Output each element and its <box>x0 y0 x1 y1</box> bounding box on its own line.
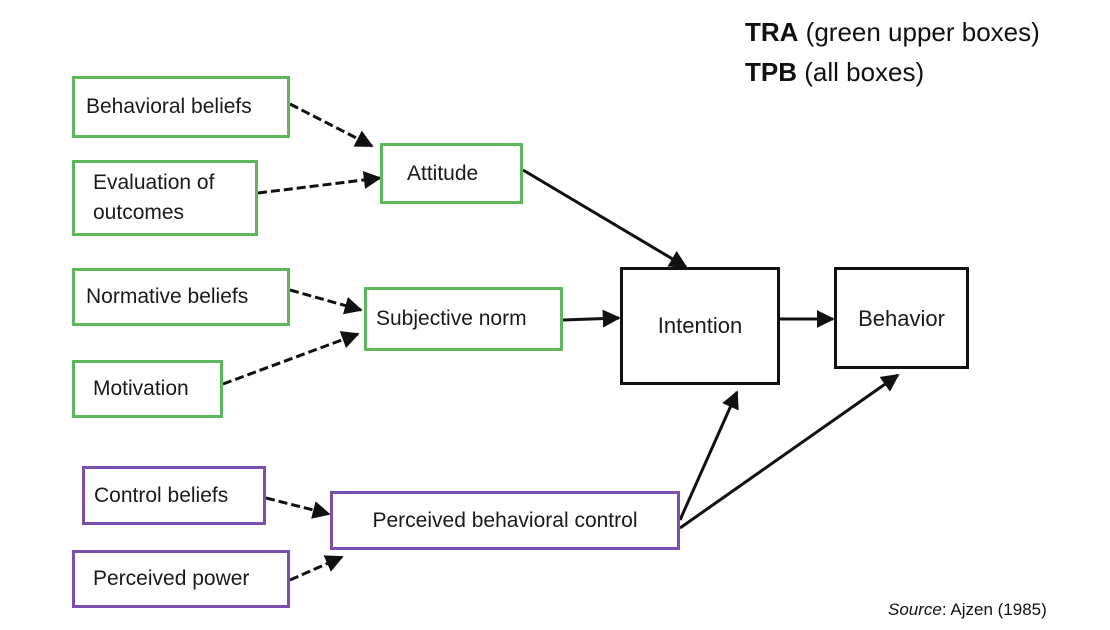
legend-tpb-abbrev: TPB <box>745 57 797 87</box>
node-intention-label: Intention <box>657 313 743 338</box>
edge-perceived-power-pbc <box>289 555 344 582</box>
edge-normative-beliefs-subjective-norm <box>289 288 363 315</box>
source-citation: Source: Ajzen (1985) <box>888 600 1047 620</box>
node-subjective-norm: Subjective norm <box>364 287 563 351</box>
node-control-beliefs-label: Control beliefs <box>94 483 229 507</box>
legend-tra-text: (green upper boxes) <box>798 17 1040 47</box>
node-normative-beliefs-label: Normative beliefs <box>86 285 249 308</box>
source-text: : Ajzen (1985) <box>941 600 1047 619</box>
node-perceived-power: Perceived power <box>72 550 290 608</box>
node-normative-beliefs: Normative beliefs <box>72 268 290 326</box>
node-subjective-norm-label: Subjective norm <box>376 307 527 330</box>
legend-line-tpb: TPB (all boxes) <box>745 52 1040 92</box>
edge-motivation-subjective-norm <box>222 331 360 386</box>
node-perceived-behavioral-control: Perceived behavioral control <box>330 491 680 550</box>
legend-tra-abbrev: TRA <box>745 17 799 47</box>
node-behavior: Behavior <box>834 267 969 369</box>
edge-evaluation-attitude <box>257 171 382 195</box>
node-pbc-label: Perceived behavioral control <box>372 508 638 532</box>
edge-attitude-intention <box>522 168 688 269</box>
legend-tpb-text: (all boxes) <box>797 57 925 87</box>
node-control-beliefs: Control beliefs <box>82 466 266 525</box>
node-behavior-label: Behavior <box>858 306 945 331</box>
node-evaluation-label-line2: outcomes <box>93 201 185 224</box>
node-intention: Intention <box>620 267 780 385</box>
node-attitude: Attitude <box>380 143 523 204</box>
edge-pbc-behavior <box>679 373 900 530</box>
node-evaluation-of-outcomes: Evaluation of outcomes <box>72 160 258 236</box>
legend: TRA (green upper boxes) TPB (all boxes) <box>745 12 1040 92</box>
edge-behavioral-beliefs-attitude <box>289 102 374 148</box>
legend-line-tra: TRA (green upper boxes) <box>745 12 1040 52</box>
node-behavioral-beliefs: Behavioral beliefs <box>72 76 290 138</box>
source-label: Source <box>888 600 942 619</box>
edge-control-beliefs-pbc <box>265 496 331 519</box>
node-motivation: Motivation <box>72 360 223 418</box>
edge-subjective-norm-intention <box>562 309 621 328</box>
node-evaluation-label-line1: Evaluation of <box>93 171 215 194</box>
node-behavioral-beliefs-label: Behavioral beliefs <box>86 95 252 118</box>
node-motivation-label: Motivation <box>93 377 189 400</box>
node-attitude-label: Attitude <box>407 162 479 185</box>
node-perceived-power-label: Perceived power <box>93 567 250 590</box>
edge-pbc-intention <box>678 390 739 521</box>
